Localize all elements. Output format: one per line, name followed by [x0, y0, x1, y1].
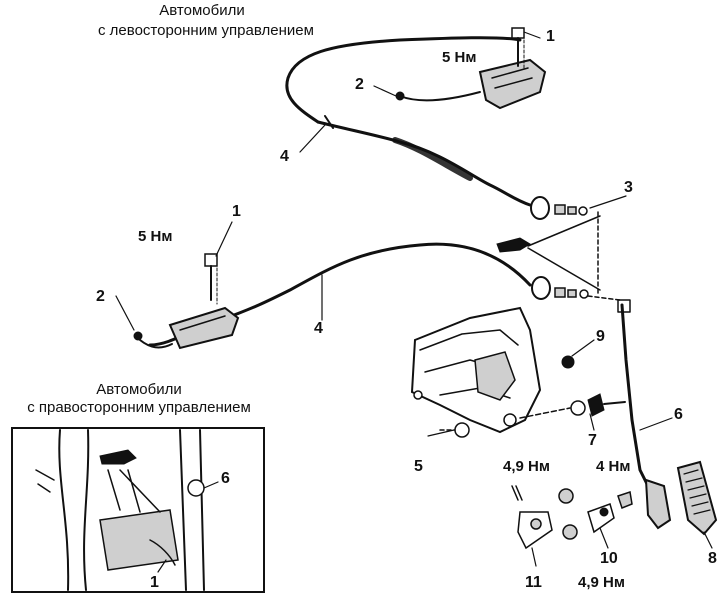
torque-label-switch: 4 Нм [596, 458, 631, 475]
rhd-caption: Автомобили с правосторонним управлением [14, 381, 264, 417]
torque-label-stopper-lower: 4,9 Нм [578, 574, 625, 591]
lhd-caption: Автомобили [112, 2, 292, 20]
stopper-parts [511, 485, 578, 550]
callout-3: 3 [624, 179, 633, 196]
cable-bracket-left [168, 306, 240, 350]
lhd-caption-2: с левосторонним управлением [98, 22, 314, 40]
callout-6-inset: 6 [221, 470, 230, 487]
pedal-pad-holder [644, 478, 672, 530]
lhd-caption-line2: с левосторонним управлением [98, 22, 314, 39]
torque-label-stopper-upper: 4,9 Нм [503, 458, 550, 475]
lhd-caption-line1: Автомобили [159, 2, 245, 19]
callout-1-left: 1 [232, 203, 241, 220]
cable-bracket-top [478, 58, 547, 110]
bolt-top [511, 27, 525, 71]
cable-end-top [395, 91, 481, 102]
callout-11: 11 [525, 574, 542, 591]
adjuster-top [530, 196, 588, 220]
adjuster-left [531, 276, 589, 300]
leader-lines [115, 31, 713, 573]
callout-1-inset: 1 [150, 574, 159, 591]
switch-10 [587, 491, 633, 534]
torque-label-left: 5 Нм [138, 228, 173, 245]
callout-4-top: 4 [280, 148, 289, 165]
pedal-bracket [410, 306, 542, 434]
callout-8: 8 [708, 550, 717, 567]
callout-7: 7 [588, 432, 597, 449]
callout-1-top: 1 [546, 28, 555, 45]
pedal-arm [617, 299, 652, 492]
pedal-pad [676, 460, 718, 536]
pivot-bolt-7 [519, 393, 626, 419]
bushing-9 [561, 355, 575, 369]
callout-2-top: 2 [355, 76, 364, 93]
callout-2-left: 2 [96, 288, 105, 305]
torque-label-top: 5 Нм [442, 49, 477, 66]
grease-tube-icon [496, 211, 621, 301]
bolt-left [204, 253, 218, 305]
callout-5: 5 [414, 458, 423, 475]
rhd-inset [11, 427, 265, 593]
rhd-caption-line2: с правосторонним управлением [27, 399, 251, 416]
lhd-cable [285, 36, 532, 207]
callout-9: 9 [596, 328, 605, 345]
rhd-caption-line1: Автомобили [96, 381, 182, 398]
bushing-5 [439, 422, 470, 438]
callout-6-main: 6 [674, 406, 683, 423]
callout-10: 10 [600, 550, 618, 567]
callout-4-left: 4 [314, 320, 323, 337]
